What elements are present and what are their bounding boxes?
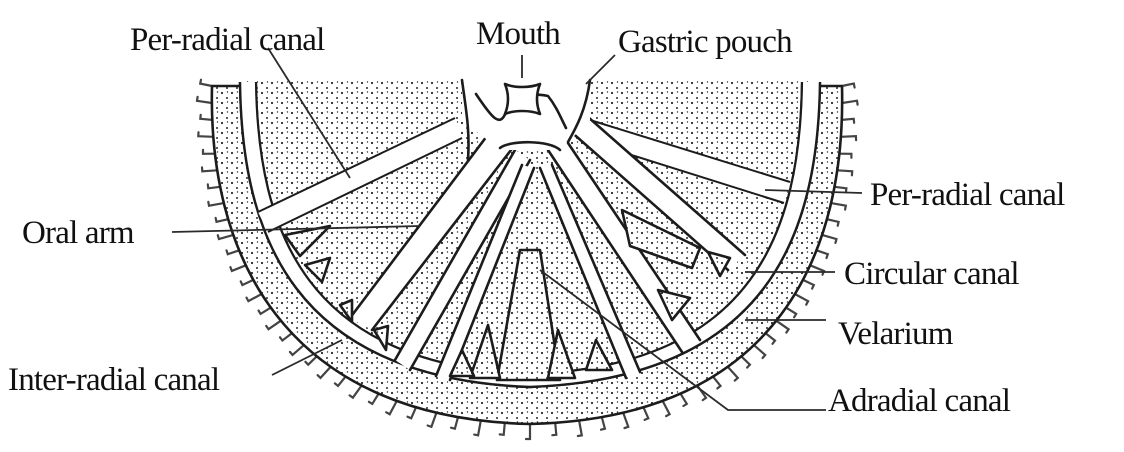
tentacle [474,421,481,436]
tentacle [203,150,215,154]
tentacle [644,407,649,420]
tentacle [810,265,824,274]
tentacle [208,202,224,206]
tentacle [202,167,217,171]
tentacle [200,115,212,120]
tentacle [795,294,808,305]
tentacle [728,367,738,381]
label-per-radial-right: Per-radial canal [870,177,1065,213]
tentacle [259,308,271,314]
tentacle [335,377,346,386]
tentacle [827,219,839,226]
tentacle [318,367,331,378]
tentacle [451,417,458,429]
label-velarium: Velarium [838,316,954,352]
label-gastric-pouch: Gastric pouch [618,24,793,60]
tentacle [227,250,240,254]
tentacle [200,80,212,86]
tentacle [218,235,234,239]
label-inter-radial-canal: Inter-radial canal [8,362,220,398]
tentacle [280,333,292,340]
tentacle [290,345,304,355]
tentacle [786,308,796,318]
tentacle [623,413,628,428]
tentacle [776,321,788,333]
tentacle [408,407,417,418]
tentacle [198,132,213,137]
tentacle [817,250,828,258]
tentacle [369,394,379,404]
label-mouth: Mouth [476,16,561,52]
tentacle [822,235,836,243]
tentacle [842,119,854,123]
tentacle [839,154,851,158]
tentacle [741,356,750,367]
tentacle [247,294,262,301]
tentacle [216,218,229,222]
tentacle [266,321,281,330]
tentacle [241,280,254,285]
tentacle [842,84,855,88]
tentacle [428,413,437,427]
tentacle [208,184,220,188]
tentacle [754,345,765,358]
tentacle [681,394,687,406]
label-oral-arm: Oral arm [22,215,135,251]
tentacle [386,401,397,414]
tentacle [831,203,846,209]
tentacle [837,170,852,175]
tentacle [230,265,245,271]
tentacle [842,101,857,105]
label-adradial-canal: Adradial canal [828,383,1011,419]
tentacle [663,401,670,416]
tentacle [197,97,212,103]
tentacle [841,136,856,140]
tentacle [350,386,362,398]
label-per-radial-top: Per-radial canal [130,22,325,58]
tentacle [552,423,556,435]
tentacle [803,280,814,289]
tentacle [713,377,721,389]
label-circular-canal: Circular canal [844,256,1019,292]
tentacle [766,333,775,344]
tentacle [500,423,505,435]
tentacle [578,421,582,437]
tentacle [601,417,605,430]
tentacle [526,424,530,439]
